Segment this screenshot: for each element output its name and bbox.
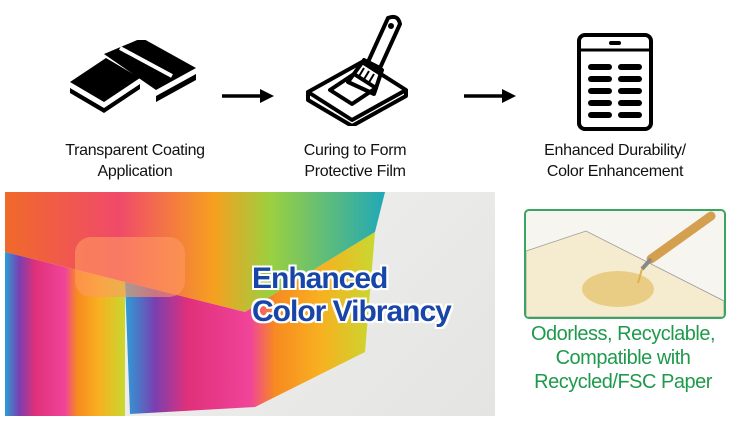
vibrancy-line: Enhanced bbox=[252, 262, 388, 295]
glue-on-paper-illustration bbox=[524, 209, 726, 319]
coating-blocks-icon bbox=[70, 40, 196, 113]
arrow-right-icon bbox=[464, 89, 516, 103]
eco-line: Odorless, Recyclable, bbox=[530, 323, 716, 345]
caption-line: Application bbox=[97, 163, 173, 180]
document-list-icon bbox=[577, 33, 653, 131]
caption-line: Curing to Form bbox=[303, 142, 407, 159]
enhanced-color-vibrancy-label: Enhanced Color Vibrancy bbox=[252, 262, 452, 328]
caption-line: Enhanced Durability/ bbox=[544, 142, 686, 159]
eco-features-text: Odorless, Recyclable, Compatible with Re… bbox=[508, 322, 738, 394]
step-caption-curing: Curing to Form Protective Film bbox=[270, 140, 440, 182]
arrow-right-icon bbox=[222, 89, 274, 103]
rainbow-box-photo bbox=[5, 192, 495, 416]
caption-line: Protective Film bbox=[304, 163, 406, 180]
step-caption-coating: Transparent Coating Application bbox=[30, 140, 240, 182]
step-caption-durability: Enhanced Durability/ Color Enhancement bbox=[505, 140, 725, 182]
eco-line: Recycled/FSC Paper bbox=[534, 371, 712, 393]
caption-line: Transparent Coating bbox=[65, 142, 205, 159]
vibrancy-line: Color Vibrancy bbox=[252, 295, 452, 328]
caption-line: Color Enhancement bbox=[546, 163, 684, 180]
eco-line: Compatible with bbox=[555, 347, 691, 369]
brush-curing-icon bbox=[306, 14, 408, 126]
